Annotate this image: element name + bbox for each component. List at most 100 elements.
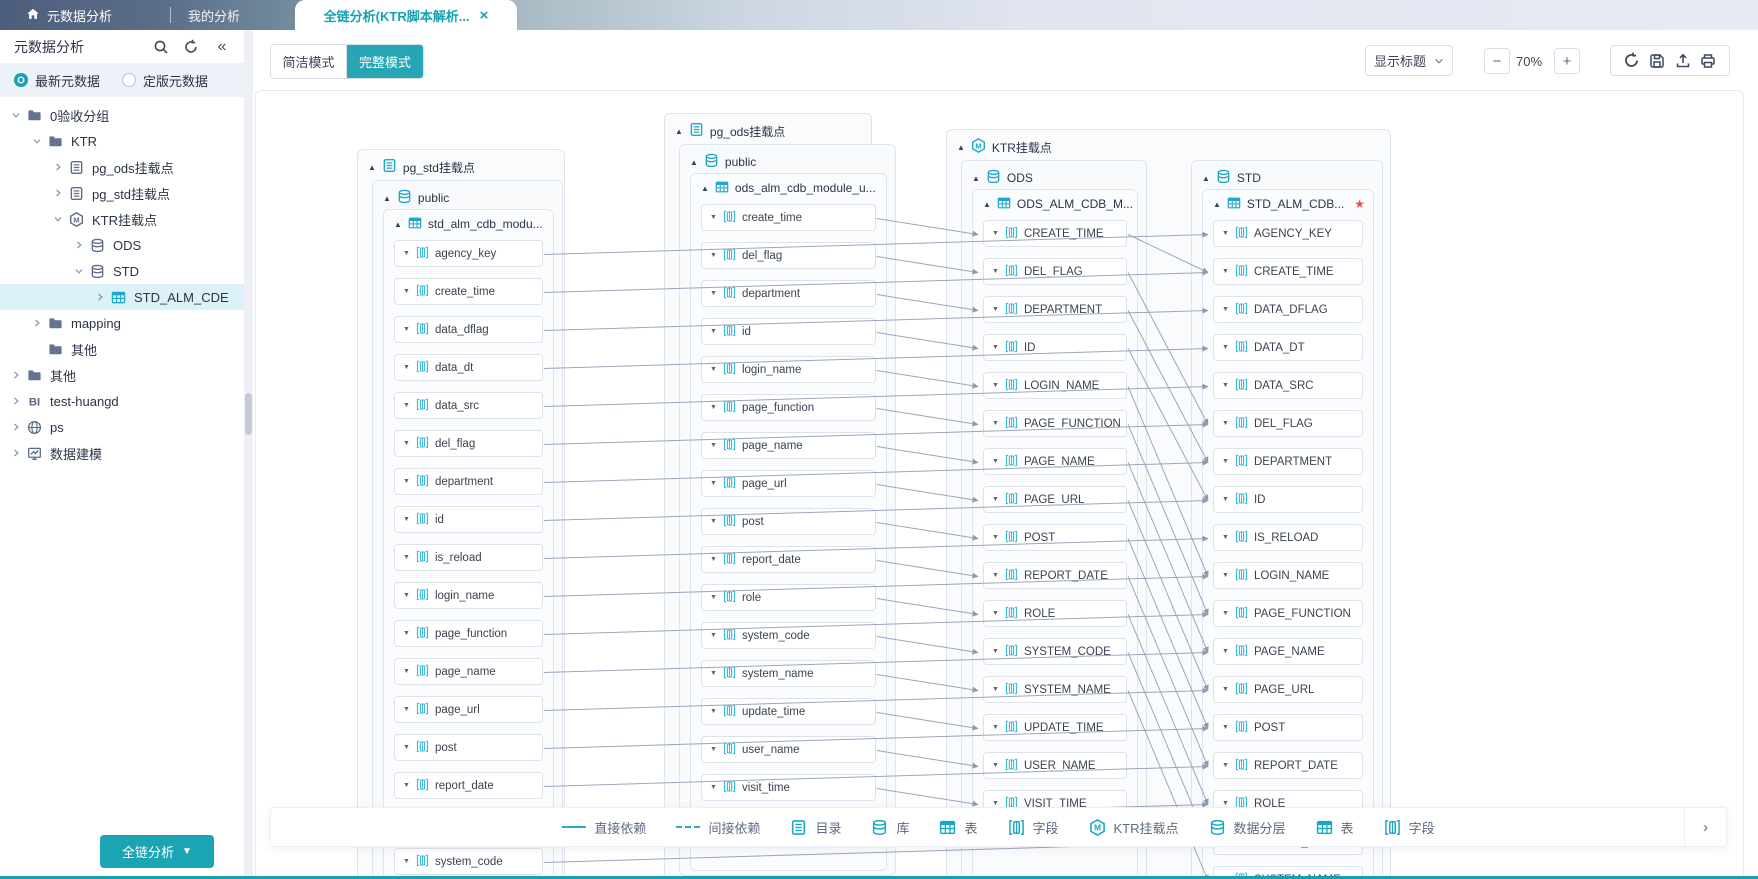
- database-box[interactable]: ▲STD▲STD_ALM_CDB...★▼AGENCY_KEY▼CREATE_T…: [1191, 160, 1383, 878]
- field-caret-icon[interactable]: ▼: [403, 706, 410, 713]
- field-row[interactable]: ▼page_url: [394, 696, 543, 723]
- tree-item[interactable]: mapping: [0, 310, 244, 336]
- tree-expander-icon[interactable]: [8, 369, 24, 381]
- field-caret-icon[interactable]: ▼: [1222, 800, 1229, 807]
- home-menu[interactable]: 元数据分析: [26, 0, 112, 30]
- database-header[interactable]: ▲public: [680, 151, 895, 173]
- table-header[interactable]: ▲STD_ALM_CDB...★: [1203, 192, 1373, 216]
- field-caret-icon[interactable]: ▼: [1222, 648, 1229, 655]
- field-caret-icon[interactable]: ▼: [403, 440, 410, 447]
- table-box[interactable]: ▲STD_ALM_CDB...★▼AGENCY_KEY▼CREATE_TIME▼…: [1202, 189, 1374, 878]
- tree-item[interactable]: ODS: [0, 232, 244, 258]
- field-caret-icon[interactable]: ▼: [710, 328, 717, 335]
- tree-expander-icon[interactable]: [50, 161, 66, 173]
- field-row[interactable]: ▼USER_NAME: [983, 752, 1127, 779]
- search-icon[interactable]: [152, 38, 170, 56]
- table-box[interactable]: ▲ods_alm_cdb_module_u...▼create_time▼del…: [690, 173, 887, 871]
- field-caret-icon[interactable]: ▼: [1222, 458, 1229, 465]
- field-row[interactable]: ▼DEL_FLAG: [1213, 410, 1363, 437]
- field-row[interactable]: ▼DEL_FLAG: [983, 258, 1127, 285]
- tree-expander-icon[interactable]: [8, 395, 24, 407]
- field-caret-icon[interactable]: ▼: [403, 250, 410, 257]
- field-caret-icon[interactable]: ▼: [403, 478, 410, 485]
- field-row[interactable]: ▼report_date: [701, 546, 876, 573]
- field-caret-icon[interactable]: ▼: [1222, 572, 1229, 579]
- tree-expander-icon[interactable]: [50, 213, 66, 225]
- field-caret-icon[interactable]: ▼: [403, 630, 410, 637]
- full-chain-analysis-button[interactable]: 全链分析 ▼: [100, 835, 214, 868]
- field-row[interactable]: ▼DATA_SRC: [1213, 372, 1363, 399]
- tree-item[interactable]: 其他: [0, 362, 244, 388]
- field-row[interactable]: ▼PAGE_URL: [1213, 676, 1363, 703]
- field-caret-icon[interactable]: ▼: [710, 480, 717, 487]
- table-header[interactable]: ▲ods_alm_cdb_module_u...: [691, 176, 886, 200]
- collapse-icon[interactable]: «: [217, 37, 227, 55]
- export-icon[interactable]: [1673, 51, 1693, 71]
- collapse-caret-icon[interactable]: ▲: [701, 183, 709, 193]
- field-caret-icon[interactable]: ▼: [1222, 344, 1229, 351]
- tab-close-icon[interactable]: ×: [479, 6, 489, 24]
- field-caret-icon[interactable]: ▼: [710, 594, 717, 601]
- field-caret-icon[interactable]: ▼: [1222, 420, 1229, 427]
- field-caret-icon[interactable]: ▼: [992, 458, 999, 465]
- table-header[interactable]: ▲ODS_ALM_CDB_M...: [973, 192, 1137, 216]
- tree-item[interactable]: 0验收分组: [0, 102, 244, 128]
- field-row[interactable]: ▼ID: [1213, 486, 1363, 513]
- field-caret-icon[interactable]: ▼: [992, 420, 999, 427]
- field-caret-icon[interactable]: ▼: [710, 252, 717, 259]
- tree-item[interactable]: 数据建模: [0, 440, 244, 466]
- tree-expander-icon[interactable]: [8, 109, 24, 121]
- field-caret-icon[interactable]: ▼: [403, 288, 410, 295]
- field-row[interactable]: ▼data_dflag: [394, 316, 543, 343]
- field-row[interactable]: ▼DATA_DFLAG: [1213, 296, 1363, 323]
- field-caret-icon[interactable]: ▼: [992, 534, 999, 541]
- field-caret-icon[interactable]: ▼: [710, 746, 717, 753]
- field-caret-icon[interactable]: ▼: [710, 708, 717, 715]
- field-caret-icon[interactable]: ▼: [403, 326, 410, 333]
- field-caret-icon[interactable]: ▼: [1222, 686, 1229, 693]
- collapse-caret-icon[interactable]: ▲: [675, 126, 683, 136]
- field-row[interactable]: ▼is_reload: [394, 544, 543, 571]
- database-header[interactable]: ▲public: [373, 187, 562, 209]
- field-row[interactable]: ▼system_name: [701, 660, 876, 687]
- tree-item[interactable]: STD: [0, 258, 244, 284]
- field-row[interactable]: ▼login_name: [701, 356, 876, 383]
- field-row[interactable]: ▼LOGIN_NAME: [1213, 562, 1363, 589]
- field-row[interactable]: ▼visit_time: [701, 774, 876, 801]
- field-caret-icon[interactable]: ▼: [710, 784, 717, 791]
- field-row[interactable]: ▼page_function: [701, 394, 876, 421]
- field-row[interactable]: ▼PAGE_FUNCTION: [983, 410, 1127, 437]
- field-row[interactable]: ▼report_date: [394, 772, 543, 799]
- zoom-out-button[interactable]: −: [1484, 48, 1510, 74]
- field-caret-icon[interactable]: ▼: [403, 668, 410, 675]
- legend-expand-button[interactable]: ›: [1684, 808, 1726, 846]
- field-row[interactable]: ▼user_name: [701, 736, 876, 763]
- full-mode-button[interactable]: 完整模式: [347, 45, 423, 78]
- table-box[interactable]: ▲std_alm_cdb_modu...▼agency_key▼create_t…: [383, 209, 554, 878]
- my-analysis-menu[interactable]: 我的分析: [188, 8, 241, 24]
- field-row[interactable]: ▼CREATE_TIME: [983, 220, 1127, 247]
- field-row[interactable]: ▼page_url: [701, 470, 876, 497]
- tree-expander-icon[interactable]: [71, 265, 87, 277]
- field-row[interactable]: ▼department: [394, 468, 543, 495]
- sidebar-scrollbar-thumb[interactable]: [245, 393, 252, 435]
- lineage-canvas[interactable]: ▲pg_std挂载点▲public▲std_alm_cdb_modu...▼ag…: [255, 90, 1744, 879]
- field-caret-icon[interactable]: ▼: [992, 610, 999, 617]
- tree-expander-icon[interactable]: [8, 421, 24, 433]
- radio-icon[interactable]: [122, 73, 137, 87]
- field-caret-icon[interactable]: ▼: [403, 516, 410, 523]
- tree-item[interactable]: STD_ALM_CDE: [0, 284, 244, 310]
- field-caret-icon[interactable]: ▼: [992, 230, 999, 237]
- field-row[interactable]: ▼REPORT_DATE: [1213, 752, 1363, 779]
- collapse-caret-icon[interactable]: ▲: [394, 219, 402, 229]
- field-row[interactable]: ▼system_code: [394, 848, 543, 875]
- collapse-caret-icon[interactable]: ▲: [972, 173, 980, 183]
- field-row[interactable]: ▼create_time: [394, 278, 543, 305]
- field-row[interactable]: ▼REPORT_DATE: [983, 562, 1127, 589]
- field-row[interactable]: ▼DEPARTMENT: [983, 296, 1127, 323]
- field-row[interactable]: ▼PAGE_NAME: [1213, 638, 1363, 665]
- field-caret-icon[interactable]: ▼: [403, 592, 410, 599]
- field-caret-icon[interactable]: ▼: [710, 214, 717, 221]
- field-caret-icon[interactable]: ▼: [403, 402, 410, 409]
